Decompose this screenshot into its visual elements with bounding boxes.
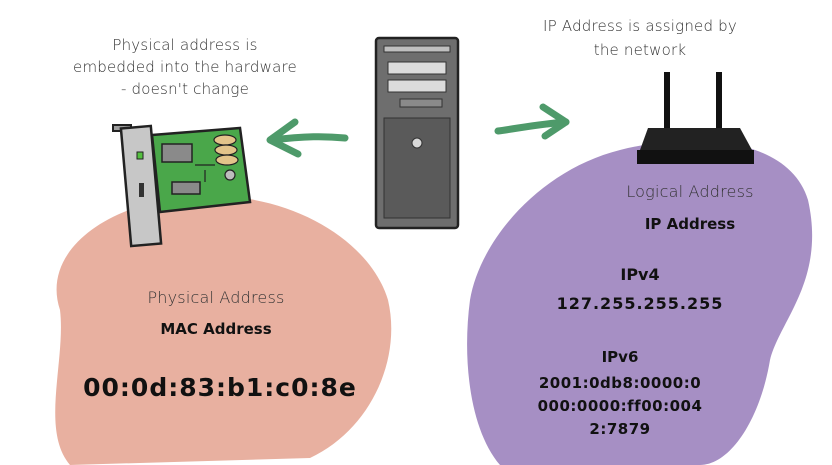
ipv6-label: IPv6 [601, 348, 639, 366]
arrow-right-icon [494, 103, 570, 140]
ipv6-value-line-2: 000:0000:ff00:004 [537, 397, 703, 415]
ipv6-value-line-3: 2:7879 [589, 420, 651, 438]
ip-address-note: IP Address is assigned by the network [520, 14, 760, 62]
physical-note-line-2: embedded into the hardware [73, 58, 297, 76]
logical-address-heading: Logical Address [626, 182, 754, 201]
mac-address-subheading: MAC Address [160, 320, 272, 338]
physical-note-line-1: Physical address is [112, 36, 258, 54]
ipv4-value: 127.255.255.255 [556, 294, 724, 313]
ip-note-line-1: IP Address is assigned by [543, 17, 737, 35]
ip-note-line-2: the network [593, 41, 687, 59]
physical-address-blob [55, 195, 392, 465]
arrow-left-icon [266, 118, 349, 158]
router-icon [637, 72, 754, 164]
logical-address-blob [467, 140, 813, 465]
physical-note-line-3: - doesn't change [120, 80, 250, 98]
ipv6-value-line-1: 2001:0db8:0000:0 [538, 374, 702, 392]
network-card-icon [112, 124, 252, 248]
physical-address-note: Physical address is embedded into the ha… [60, 34, 310, 100]
mac-address-value: 00:0d:83:b1:c0:8e [83, 373, 357, 402]
computer-tower-icon [374, 36, 460, 230]
ip-address-subheading: IP Address [644, 215, 736, 233]
physical-address-heading: Physical Address [147, 288, 285, 307]
ipv6-value: 2001:0db8:0000:0 000:0000:ff00:004 2:787… [510, 372, 730, 441]
ipv4-label: IPv4 [620, 265, 660, 284]
